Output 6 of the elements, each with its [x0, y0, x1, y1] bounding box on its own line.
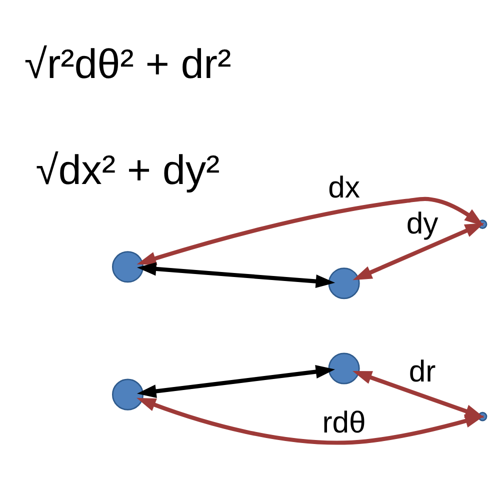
- label: √dx² + dy²: [35, 146, 220, 193]
- edge-label: dr: [408, 356, 436, 389]
- edge-label: dx: [328, 172, 360, 205]
- edge-label: rdθ: [322, 406, 366, 440]
- edge-label: dy: [406, 207, 438, 240]
- label: √r²dθ² + dr²: [24, 41, 231, 88]
